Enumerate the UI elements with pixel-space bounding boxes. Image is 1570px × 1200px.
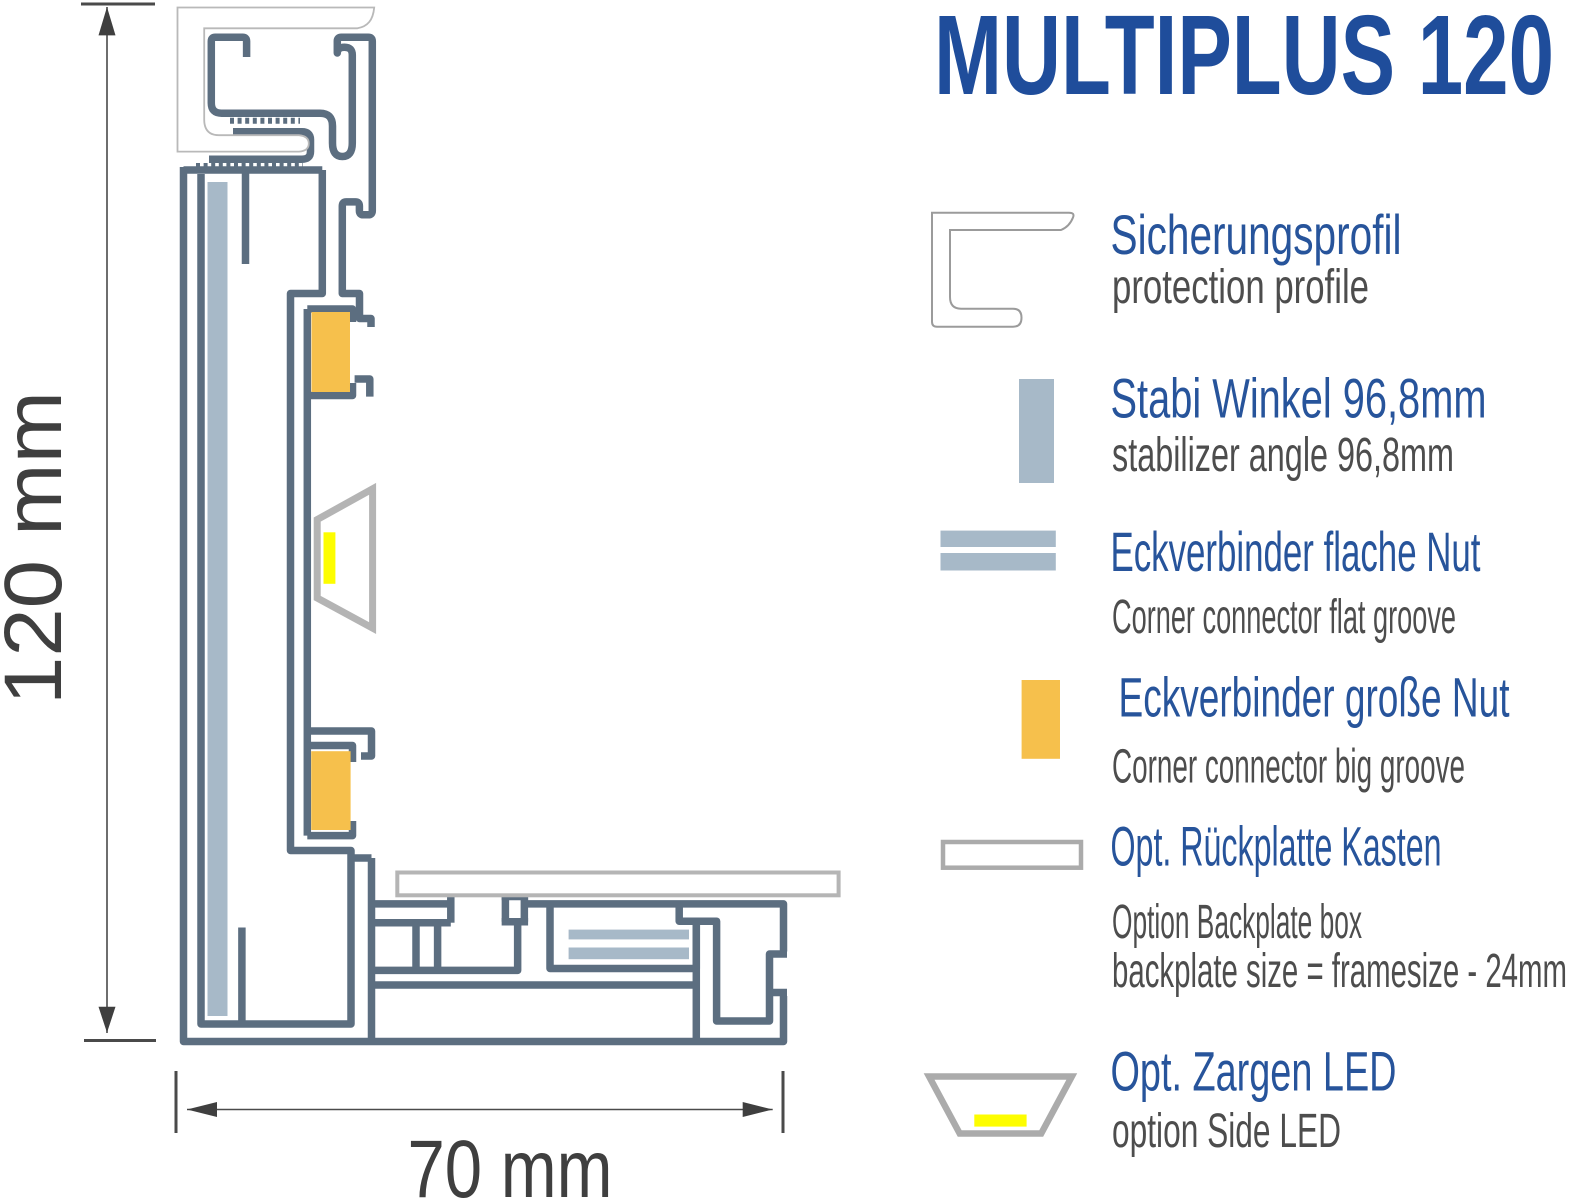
- svg-text:Opt. Rückplatte Kasten: Opt. Rückplatte Kasten: [1111, 815, 1442, 878]
- svg-text:Corner connector big groove: Corner connector big groove: [1112, 740, 1465, 793]
- svg-text:stabilizer angle 96,8mm: stabilizer angle 96,8mm: [1112, 429, 1454, 482]
- svg-text:Opt. Zargen LED: Opt. Zargen LED: [1111, 1040, 1397, 1103]
- svg-text:Sicherungsprofil: Sicherungsprofil: [1111, 203, 1402, 266]
- svg-text:Eckverbinder große Nut: Eckverbinder große Nut: [1119, 666, 1510, 729]
- svg-text:Eckverbinder flache Nut: Eckverbinder flache Nut: [1111, 520, 1481, 583]
- svg-text:backplate size = framesize - 2: backplate size = framesize - 24mm: [1112, 945, 1567, 998]
- svg-text:option Side LED: option Side LED: [1112, 1105, 1341, 1158]
- svg-text:Option Backplate box: Option Backplate box: [1112, 896, 1362, 949]
- svg-text:120 mm: 120 mm: [0, 391, 79, 705]
- svg-text:Stabi Winkel 96,8mm: Stabi Winkel 96,8mm: [1111, 367, 1487, 430]
- svg-text:protection profile: protection profile: [1112, 261, 1369, 314]
- svg-text:MULTIPLUS 120: MULTIPLUS 120: [934, 0, 1554, 118]
- svg-text:70 mm: 70 mm: [408, 1124, 613, 1200]
- svg-text:Corner connector flat groove: Corner connector flat groove: [1112, 591, 1456, 644]
